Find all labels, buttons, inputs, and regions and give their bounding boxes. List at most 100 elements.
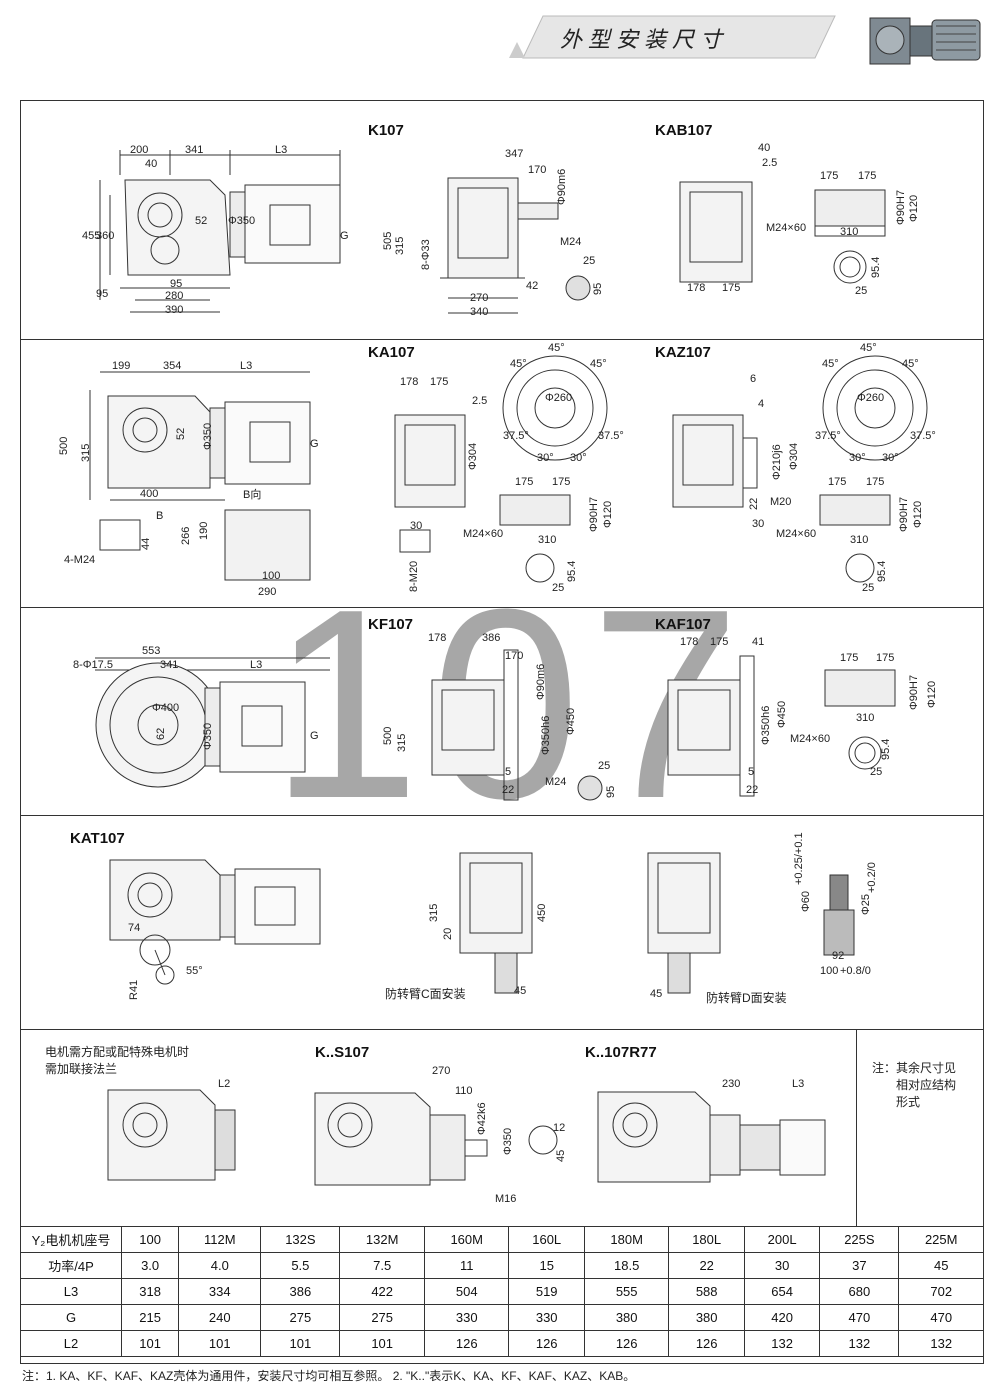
- table-cell: 380: [583, 1304, 670, 1331]
- dim-label: 175: [722, 282, 741, 294]
- table-cell: 470: [898, 1304, 984, 1331]
- dim-label: Φ120: [912, 500, 924, 528]
- table-cell: 126: [583, 1330, 670, 1357]
- row-label: L2: [20, 1330, 122, 1357]
- table-cell: 101: [120, 1330, 180, 1357]
- dim-label: 178: [687, 282, 706, 294]
- dim-label: 500: [58, 436, 70, 455]
- page-title: 外型安装尺寸: [560, 28, 729, 53]
- dim-label: 500: [382, 726, 394, 745]
- dim-label: 22: [746, 784, 759, 796]
- dim-label: Φ450: [565, 707, 577, 735]
- dim-label: Φ350: [202, 722, 214, 750]
- dim-label: L3: [275, 144, 288, 156]
- side-note-line: 注：其余尺寸见: [872, 1061, 957, 1075]
- table-cell: 132S: [260, 1226, 341, 1253]
- table-cell: 22: [668, 1252, 745, 1279]
- model-watermark: 107: [270, 554, 751, 855]
- dim-label: L3: [240, 360, 253, 372]
- section-divider: [21, 339, 983, 340]
- table-cell: 225S: [819, 1226, 900, 1253]
- dim-label: 30°: [882, 452, 899, 464]
- table-cell: 180M: [583, 1226, 670, 1253]
- dim-label: 386: [482, 632, 501, 644]
- table-cell: 30: [743, 1252, 821, 1279]
- dim-label: 5: [505, 766, 512, 778]
- dim-label: Φ90H7: [895, 189, 907, 225]
- dim-label: 400: [140, 488, 159, 500]
- dim-label: 22: [502, 784, 515, 796]
- table-cell: 215: [120, 1304, 180, 1331]
- dim-label: 25: [598, 760, 611, 772]
- table-cell: 702: [898, 1278, 984, 1305]
- dim-label: 450: [536, 903, 548, 922]
- dim-label: M24×60: [766, 222, 807, 234]
- dim-label: 290: [258, 586, 277, 598]
- table-cell: 101: [260, 1330, 341, 1357]
- side-note: 注：其余尺寸见 相对应结构 形式: [872, 1060, 956, 1111]
- kab107-drawing: [679, 181, 886, 284]
- dim-label: 45: [650, 988, 663, 1000]
- dim-label: 30: [752, 518, 765, 530]
- table-cell: 45: [898, 1252, 984, 1279]
- dim-label: +0.25/+0.1: [793, 832, 805, 885]
- dim-label: 20: [442, 927, 454, 940]
- table-cell: 3.0: [120, 1252, 180, 1279]
- dim-label: Φ120: [908, 194, 920, 222]
- section-title-kaz107: KAZ107: [655, 344, 711, 361]
- ka107-side-drawing: [394, 355, 608, 583]
- table-cell: 504: [423, 1278, 510, 1305]
- dim-label: M24: [560, 236, 582, 248]
- dim-label: 170: [528, 164, 547, 176]
- table-cell: 100: [120, 1226, 180, 1253]
- table-cell: 132: [898, 1330, 984, 1357]
- dim-label: 8-Φ17.5: [73, 659, 113, 671]
- section-title-ka107: KA107: [368, 344, 415, 361]
- dim-label: 40: [145, 158, 158, 170]
- dim-label: 170: [505, 650, 524, 662]
- dim-label: 25: [870, 766, 883, 778]
- dim-label: 45: [514, 985, 527, 997]
- ka107-front-drawing: [89, 371, 311, 581]
- dim-label: G: [340, 230, 349, 242]
- dim-label: M24×60: [463, 528, 504, 540]
- flange-note-line: 需加联接法兰: [45, 1062, 118, 1076]
- row-label: L3: [20, 1278, 122, 1305]
- dim-label: 280: [165, 290, 184, 302]
- dim-label: 95: [592, 282, 604, 295]
- dim-label: 44: [140, 537, 152, 550]
- table-cell: 5.5: [260, 1252, 341, 1279]
- section-divider: [21, 815, 983, 816]
- table-cell: 126: [668, 1330, 745, 1357]
- table-cell: 200L: [743, 1226, 821, 1253]
- dim-label: 175: [840, 652, 859, 664]
- dim-label: 100: [262, 570, 281, 582]
- dim-label: 8-Φ33: [420, 239, 432, 270]
- dim-label: 30°: [849, 452, 866, 464]
- dim-label: Φ350: [202, 422, 214, 450]
- table-cell: 101: [178, 1330, 262, 1357]
- table-cell: 11: [423, 1252, 510, 1279]
- section-title-kf107: KF107: [368, 616, 414, 633]
- side-note-line: 相对应结构: [896, 1078, 957, 1092]
- table-cell: 555: [583, 1278, 670, 1305]
- kr77-drawing: [597, 1091, 826, 1183]
- table-cell: 225M: [898, 1226, 984, 1253]
- dim-label: L3: [250, 659, 263, 671]
- section-title-k107: K107: [368, 122, 404, 139]
- dim-label: 310: [850, 534, 869, 546]
- dim-label: 2.5: [472, 395, 488, 407]
- dim-label: M24×60: [790, 733, 831, 745]
- dim-label: 40: [758, 142, 771, 154]
- kat107-d-mount-drawing: [647, 852, 721, 994]
- note-divider: [856, 1029, 857, 1227]
- side-note-line: 形式: [896, 1095, 921, 1109]
- dim-label: 55°: [186, 965, 203, 977]
- dim-label: 95: [96, 288, 109, 300]
- dim-label: 270: [432, 1065, 451, 1077]
- table-cell: 112M: [178, 1226, 262, 1253]
- row-label: 功率/4P: [20, 1252, 122, 1279]
- dim-label: 315: [80, 443, 92, 462]
